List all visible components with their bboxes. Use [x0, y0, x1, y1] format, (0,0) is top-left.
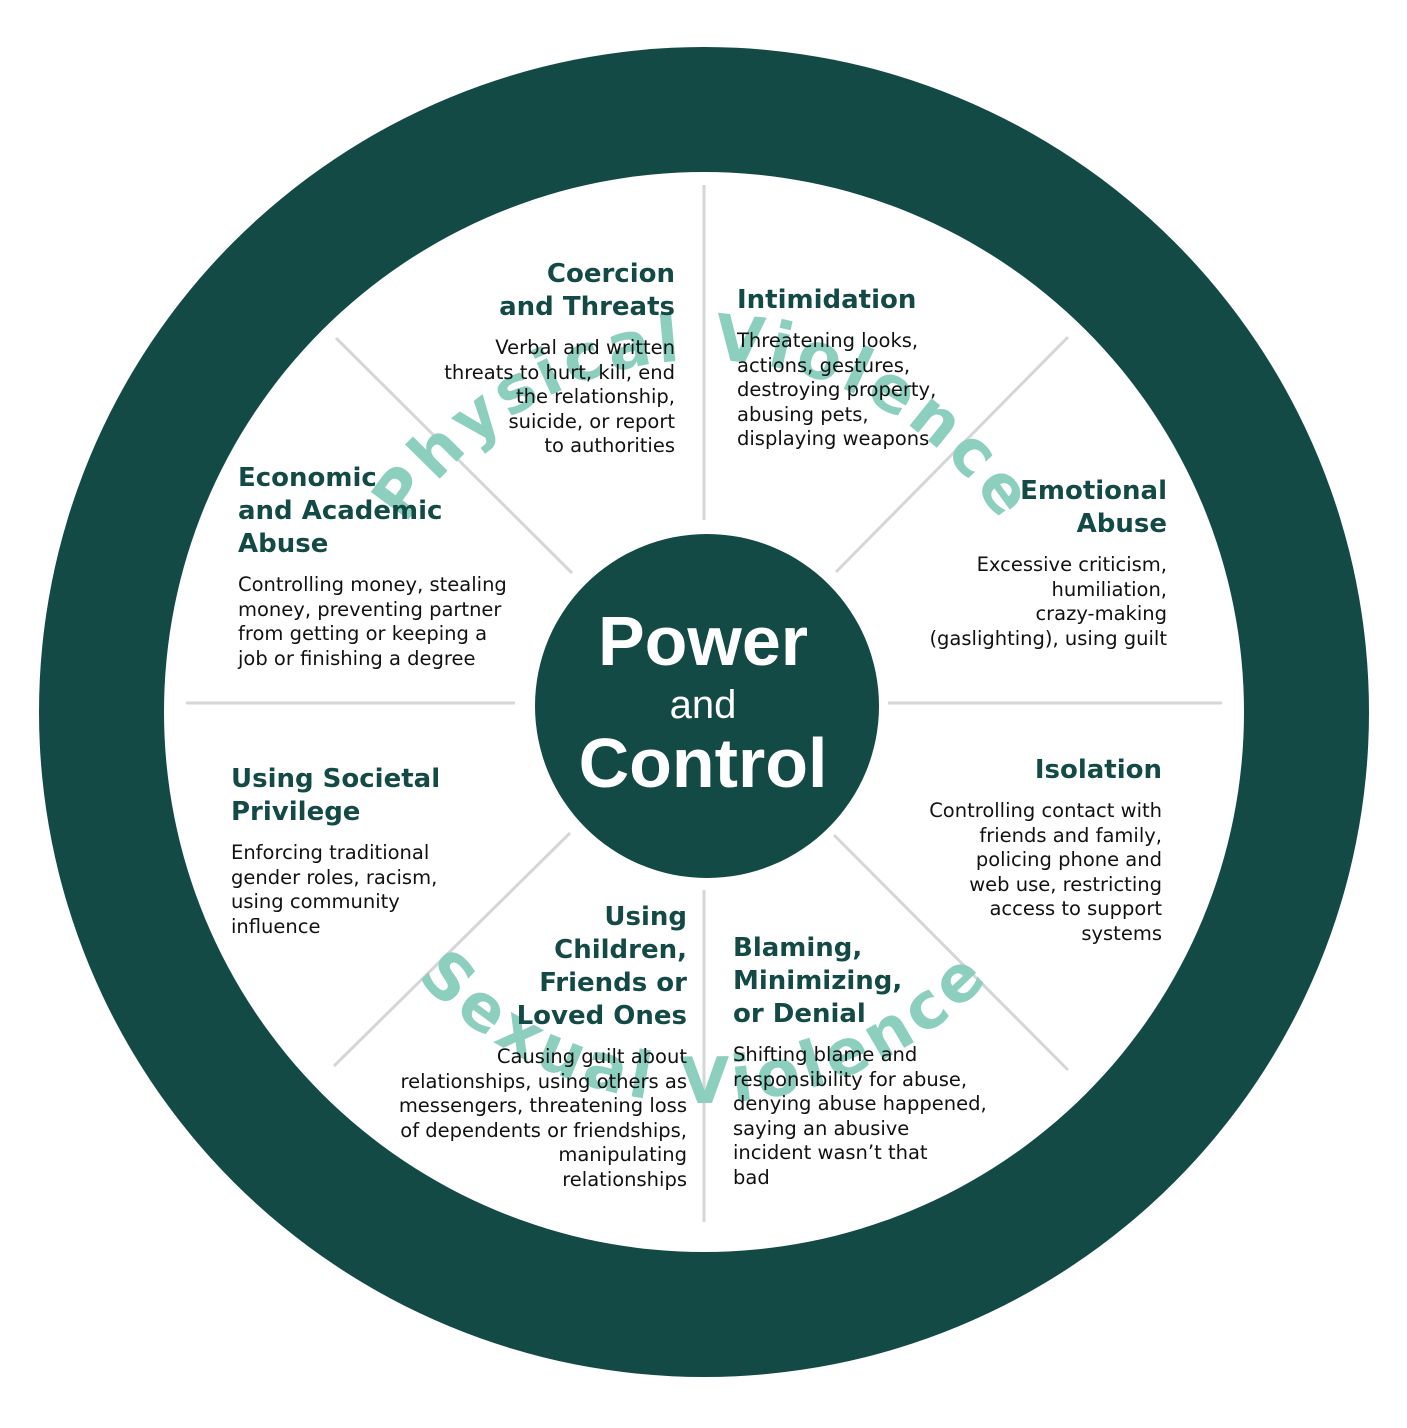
- segment-title: Using Children, Friends or Loved Ones: [516, 902, 687, 1031]
- segment-description: Excessive criticism, humiliation, crazy-…: [929, 553, 1167, 650]
- divider-bottom-left: [332, 831, 572, 1068]
- segment-title: Blaming, Minimizing, or Denial: [733, 933, 903, 1029]
- segment-title: Emotional Abuse: [1020, 476, 1167, 539]
- segment-isolation: Isolation Controlling contact with frien…: [862, 754, 1162, 946]
- center-title-and: and: [670, 683, 737, 727]
- segment-description: Causing guilt about relationships, using…: [398, 1045, 687, 1191]
- segment-coercion-threats: Coercion and Threats Verbal and written …: [400, 258, 675, 459]
- segment-title: Intimidation: [737, 285, 917, 315]
- segment-description: Threatening looks, actions, gestures, de…: [737, 329, 937, 450]
- segment-title: Isolation: [1034, 755, 1162, 785]
- segment-using-children: Using Children, Friends or Loved Ones Ca…: [352, 901, 687, 1192]
- segment-economic-academic-abuse: Economic and Academic Abuse Controlling …: [238, 462, 538, 671]
- segment-title: Using Societal Privilege: [231, 764, 441, 827]
- center-title-control: Control: [579, 724, 828, 802]
- segment-emotional-abuse: Emotional Abuse Excessive criticism, hum…: [866, 475, 1167, 651]
- segment-title: Economic and Academic Abuse: [238, 463, 443, 559]
- divider-bottom-right: [832, 833, 1070, 1072]
- segment-description: Controlling money, stealing money, preve…: [238, 573, 507, 670]
- segment-description: Enforcing traditional gender roles, raci…: [231, 841, 438, 938]
- segment-description: Controlling contact with friends and fam…: [929, 799, 1162, 945]
- segment-title: Coercion and Threats: [499, 259, 675, 322]
- divider-top-right: [834, 335, 1070, 574]
- segment-description: Verbal and written threats to hurt, kill…: [444, 336, 675, 457]
- divider-top-left: [334, 336, 574, 575]
- spoke-dividers: [186, 185, 1222, 1222]
- center-hub: [535, 534, 879, 878]
- segment-blaming-minimizing-denial: Blaming, Minimizing, or Denial Shifting …: [733, 932, 1043, 1190]
- segment-intimidation: Intimidation Threatening looks, actions,…: [737, 284, 1027, 452]
- segment-description: Shifting blame and responsibility for ab…: [733, 1043, 987, 1189]
- segment-societal-privilege: Using Societal Privilege Enforcing tradi…: [231, 763, 521, 939]
- center-title-power: Power: [598, 602, 808, 680]
